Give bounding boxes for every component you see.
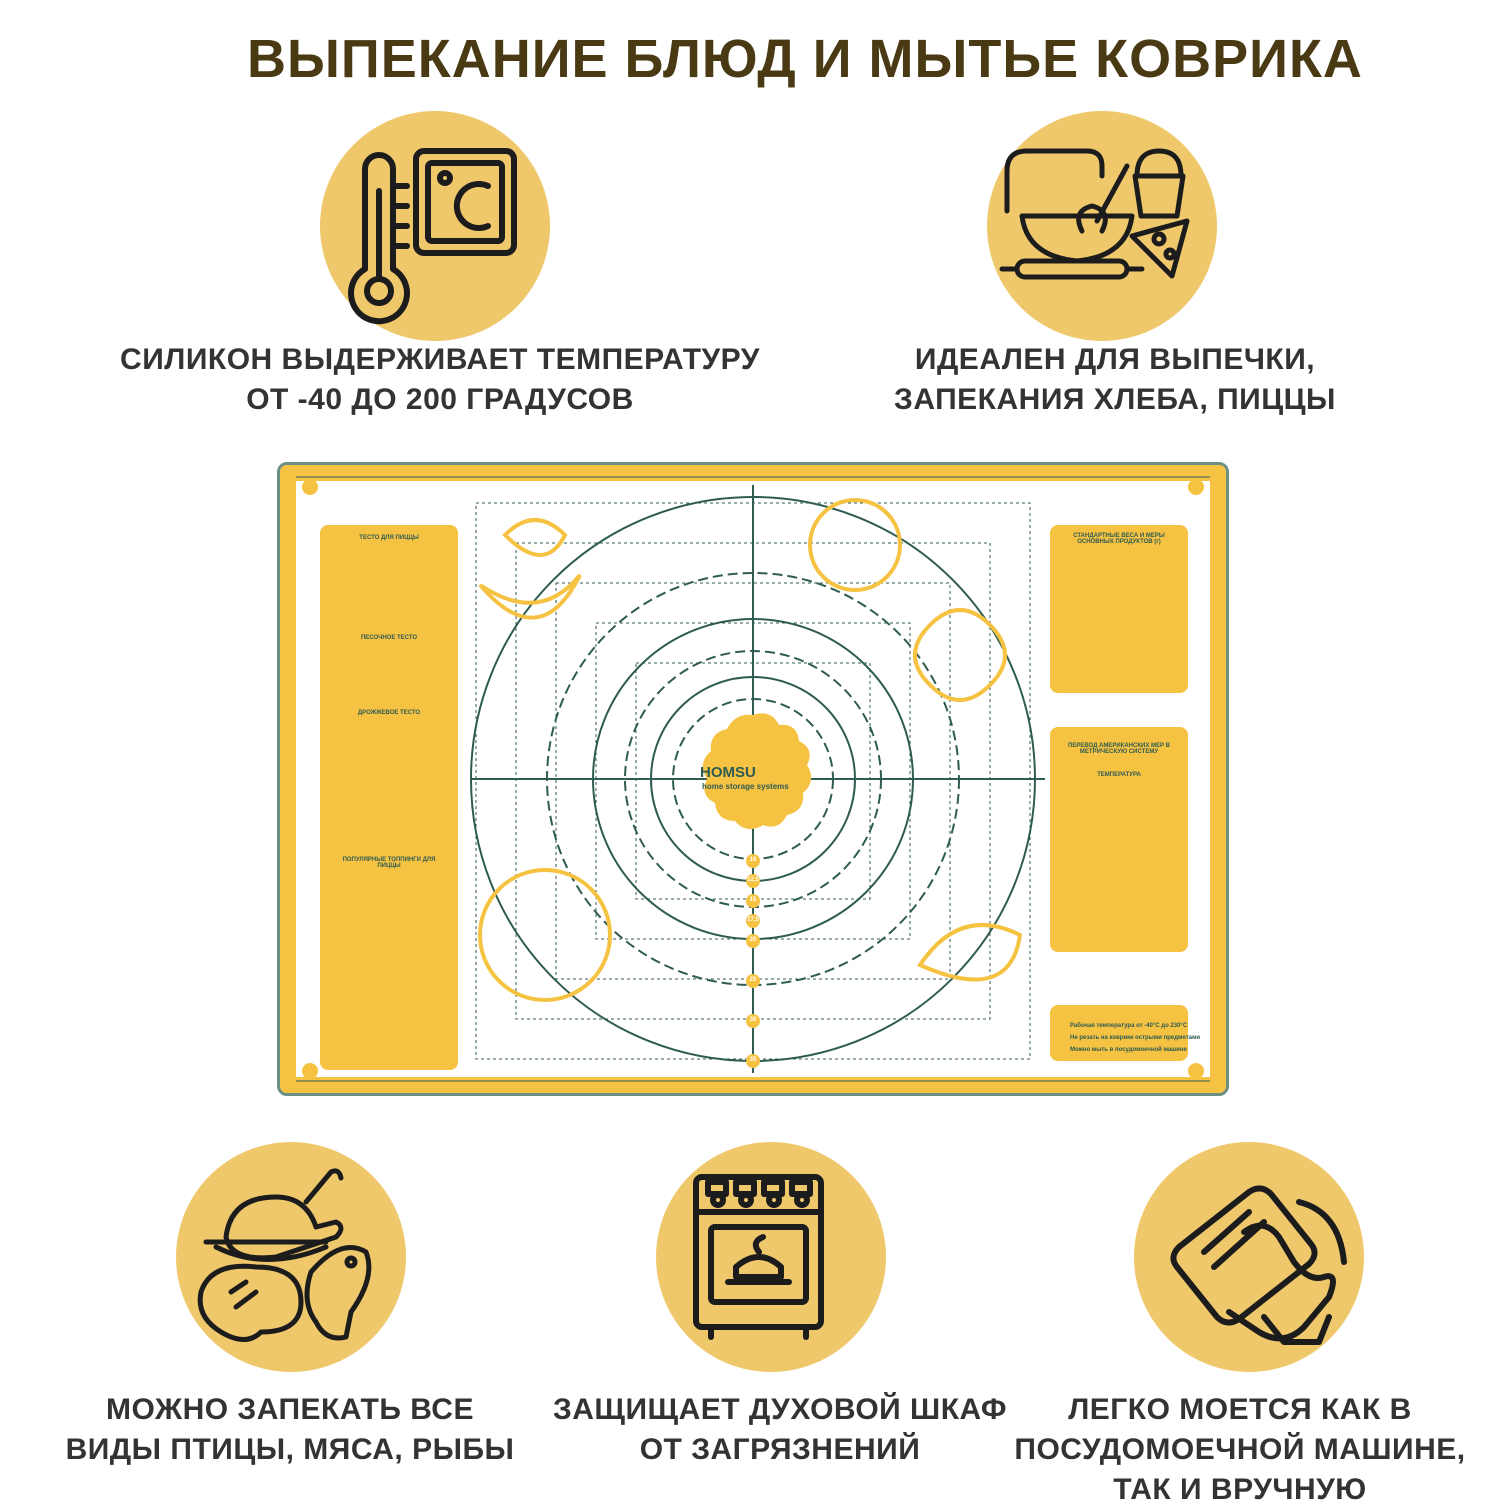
silicone-mat-image: HOMSU home storage systems ТЕСТО ДЛЯ ПИЦ…	[277, 462, 1229, 1096]
poultry-meat-fish-icon	[197, 1168, 372, 1342]
thermometer-celsius-icon	[348, 148, 517, 325]
meat-line-1: МОЖНО ЗАПЕКАТЬ ВСЕ	[106, 1393, 474, 1426]
oven-icon	[693, 1174, 824, 1340]
baking-line-2: ЗАПЕКАНИЯ ХЛЕБА, ПИЦЦЫ	[894, 383, 1336, 416]
oven-line-1: ЗАЩИЩАЕТ ДУХОВОЙ ШКАФ	[552, 1393, 1008, 1426]
temperature-line-2: ОТ -40 ДО 200 ГРАДУСОВ	[246, 383, 634, 416]
washing-line-3: ТАК И ВРУЧНУЮ	[1113, 1473, 1367, 1506]
left-panel-sub2: ДРОЖЖЕВОЕ ТЕСТО	[357, 710, 421, 716]
meat-line-2: ВИДЫ ПТИЦЫ, МЯСА, РЫБЫ	[65, 1433, 515, 1466]
left-panel-title: ТЕСТО ДЛЯ ПИЦЦЫ	[359, 535, 419, 541]
circle-size-label: 10	[749, 857, 757, 863]
oven-circle	[656, 1142, 886, 1372]
washing-caption: ЛЕГКО МОЕТСЯ КАК В ПОСУДОМОЕЧНОЙ МАШИНЕ,…	[990, 1390, 1490, 1510]
right-panel2-sub: ТЕМПЕРАТУРА	[1097, 772, 1141, 778]
right-panel1-title: СТАНДАРТНЫЕ ВЕСА И МЕРЫ ОСНОВНЫХ ПРОДУКТ…	[1073, 533, 1165, 545]
circle-size-label: 30	[749, 1017, 757, 1023]
glove-washing-icon	[1170, 1185, 1347, 1345]
circle-size-label: 20	[749, 937, 757, 943]
washing-line-2: ПОСУДОМОЕЧНОЙ МАШИНЕ,	[1014, 1433, 1466, 1466]
oven-caption: ЗАЩИЩАЕТ ДУХОВОЙ ШКАФ ОТ ЗАГРЯЗНЕНИЙ	[530, 1390, 1030, 1470]
mat-brand: HOMSU	[700, 764, 756, 781]
baking-tools-icon	[999, 148, 1190, 280]
temperature-line-1: СИЛИКОН ВЫДЕРЖИВАЕТ ТЕМПЕРАТУРУ	[120, 343, 760, 376]
washing-circle	[1134, 1142, 1364, 1372]
circle-size-label: 35	[749, 1057, 757, 1063]
washing-line-1: ЛЕГКО МОЕТСЯ КАК В	[1068, 1393, 1412, 1426]
right-panel3-line3: Можно мыть в посудомоечной машине	[1070, 1047, 1187, 1053]
baking-caption: ИДЕАЛЕН ДЛЯ ВЫПЕЧКИ, ЗАПЕКАНИЯ ХЛЕБА, ПИ…	[830, 340, 1400, 420]
meat-circle	[176, 1142, 406, 1372]
baking-line-1: ИДЕАЛЕН ДЛЯ ВЫПЕЧКИ,	[914, 343, 1316, 376]
circle-size-label: 25	[749, 977, 757, 983]
left-toppings: ПОПУЛЯРНЫЕ ТОППИНГИ ДЛЯ ПИЦЦЫ	[342, 857, 436, 869]
circle-size-label: 17,5	[747, 917, 759, 923]
right-panel3-line1: Рабочая температура от -40°С до 230°С	[1070, 1023, 1188, 1029]
temperature-circle	[320, 111, 550, 341]
circle-size-label: 15	[749, 897, 757, 903]
baking-circle	[987, 111, 1217, 341]
left-panel-sub1: ПЕСОЧНОЕ ТЕСТО	[360, 635, 418, 641]
right-panel3-line2: Не резать на коврике острыми предметами	[1070, 1035, 1201, 1041]
page-title: ВЫПЕКАНИЕ БЛЮД И МЫТЬЕ КОВРИКА	[247, 29, 1363, 89]
mat-brand-sub: home storage systems	[702, 782, 789, 791]
meat-caption: МОЖНО ЗАПЕКАТЬ ВСЕ ВИДЫ ПТИЦЫ, МЯСА, РЫБ…	[40, 1390, 540, 1470]
right-panel2-title: ПЕРЕВОД АМЕРИКАНСКИХ МЕР В МЕТРИЧЕСКУЮ С…	[1068, 743, 1170, 755]
mat-drawing	[280, 465, 1226, 1093]
oven-line-2: ОТ ЗАГРЯЗНЕНИЙ	[639, 1433, 921, 1466]
circle-size-label: 12,5	[747, 877, 759, 883]
temperature-caption: СИЛИКОН ВЫДЕРЖИВАЕТ ТЕМПЕРАТУРУ ОТ -40 Д…	[40, 340, 840, 420]
